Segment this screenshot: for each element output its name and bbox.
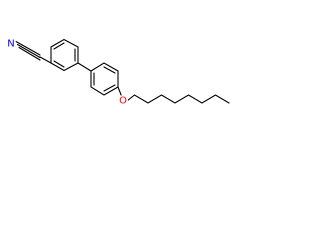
ring1-inner-bond-a [53, 42, 65, 50]
nitrile-bond-1 [15, 40, 41, 56]
ring1-to-nitrile-bond [39, 56, 52, 64]
atom-label-oxygen: O [119, 96, 127, 107]
ring1-outline [50, 38, 79, 72]
benzene-ring-1 [50, 38, 79, 72]
atom-label-nitrogen: N [7, 39, 14, 50]
benzene-ring-2 [90, 62, 119, 96]
ring2-to-oxygen-bond [117, 86, 123, 97]
nitrile-bond-2 [16, 43, 41, 59]
ring2-inner-bond-b [103, 66, 116, 74]
atom-nitrogen: N [6, 38, 16, 50]
ring1-inner-bond-c [53, 60, 65, 68]
atom-oxygen: O [118, 95, 128, 107]
nitrile-group [15, 40, 41, 61]
octyl-chain [126, 94, 230, 104]
molecule-structure-diagram: N O [6, 38, 230, 107]
nitrile-bond-3 [18, 46, 41, 61]
ring2-inner-bond-c [103, 84, 116, 92]
biphenyl-link-bond [77, 62, 92, 72]
